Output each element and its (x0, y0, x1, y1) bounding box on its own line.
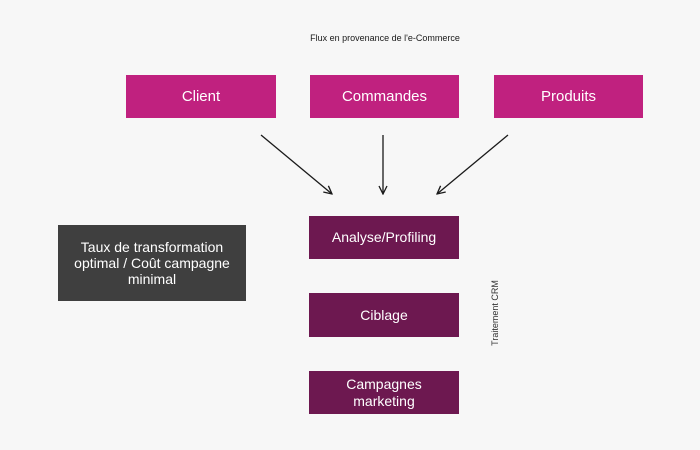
source-box-client: Client (126, 75, 276, 118)
step-label-campagnes: Campagnes marketing (346, 376, 422, 409)
flow-title: Flux en provenance de l'e-Commerce (310, 33, 460, 43)
step-campagnes-marketing: Campagnes marketing (309, 371, 459, 414)
result-label: Taux de transformation optimal / Coût ca… (74, 238, 230, 288)
source-label-client: Client (181, 87, 221, 105)
step-analyse-profiling: Analyse/Profiling (309, 216, 459, 259)
crm-processing-label: Traitement CRM (490, 280, 500, 346)
result-box: Taux de transformation optimal / Coût ca… (58, 225, 246, 301)
source-box-commandes: Commandes (310, 75, 459, 118)
source-label-produits: Produits (540, 87, 597, 105)
arrow-produits-to-analyse (437, 134, 509, 194)
source-label-commandes: Commandes (341, 87, 428, 105)
step-label-ciblage: Ciblage (360, 306, 408, 323)
arrow-client-to-analyse (260, 134, 332, 194)
step-label-analyse: Analyse/Profiling (331, 229, 437, 246)
source-box-produits: Produits (494, 75, 643, 118)
step-ciblage: Ciblage (309, 293, 459, 337)
